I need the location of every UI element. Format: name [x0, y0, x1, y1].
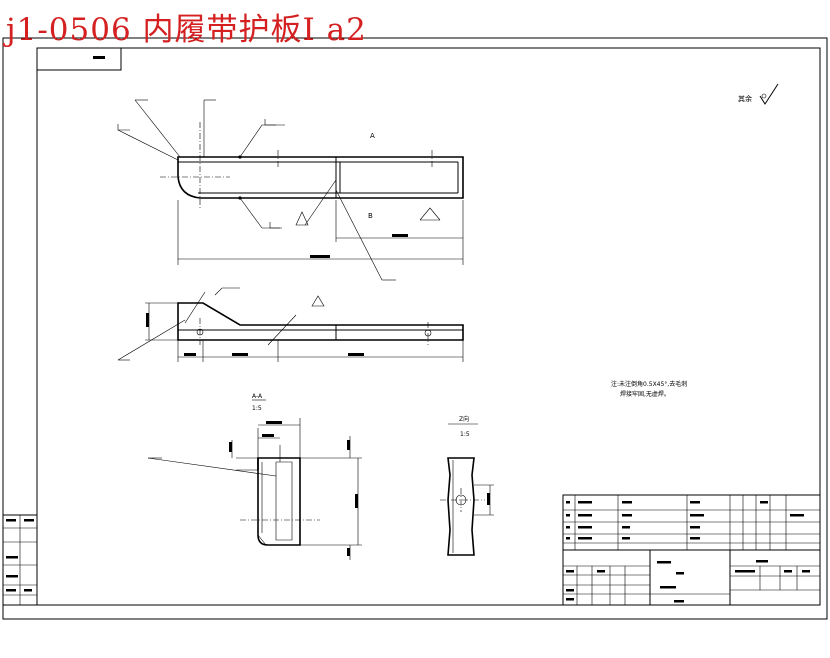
roughness-circle [761, 93, 767, 99]
roughness-note: 其余 [738, 94, 752, 103]
svg-text:A: A [370, 132, 375, 140]
svg-text:B: B [368, 212, 373, 220]
inner-border [36, 47, 821, 606]
outer-border [2, 37, 828, 620]
side-stamp-table [2, 514, 38, 606]
drawing-title: j1-0506 内履带护板Ⅰ a2 [6, 12, 367, 48]
svg-text:A-A: A-A [252, 393, 263, 400]
section-view: A-A 1:5 [147, 393, 362, 560]
svg-text:Z向: Z向 [459, 415, 469, 423]
roughness-symbol [759, 83, 779, 105]
detail-view-z: Z向 1:5 [440, 415, 494, 556]
svg-text:1:5: 1:5 [460, 431, 470, 438]
svg-text:1:5: 1:5 [252, 405, 262, 412]
main-view: A B [117, 99, 464, 281]
drawing-number-mark [93, 56, 105, 59]
bottom-view [117, 287, 464, 362]
drawing-number-box [36, 47, 122, 71]
tech-requirement-2: 焊接牢固,无虚焊。 [620, 390, 670, 398]
tech-requirement-1: 注:未注倒角0.5X45°,去毛刺 [611, 380, 687, 388]
title-block [562, 494, 821, 606]
